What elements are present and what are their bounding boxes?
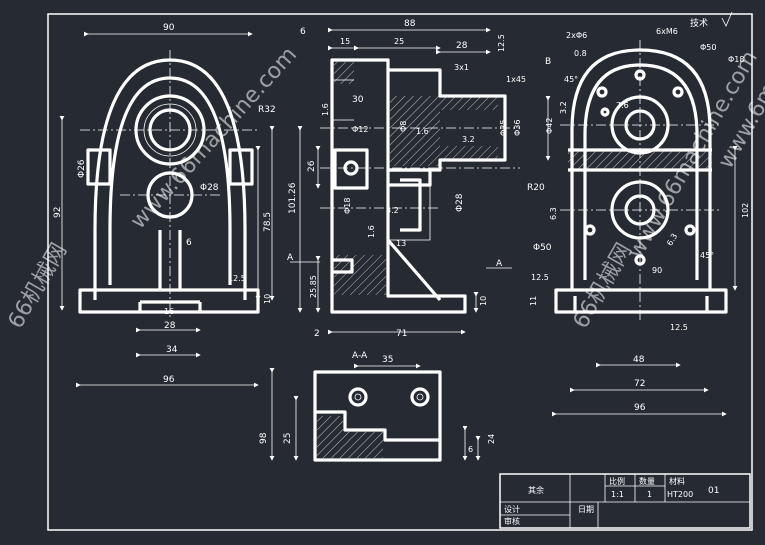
dim-side-rough3: 12.5	[670, 323, 688, 332]
dim-sec-phi28: Φ28	[455, 193, 465, 212]
dim-sec-2: 2	[314, 329, 320, 339]
dim-sec-13: 13	[396, 239, 406, 248]
dim-sec-height: 101.26	[288, 182, 298, 214]
dim-side-90: 90	[652, 266, 662, 275]
tb-part-name: 其余	[528, 485, 544, 495]
dim-sec-28: 28	[456, 41, 468, 51]
drawing-frame	[47, 13, 753, 531]
dim-bot-98: 98	[259, 432, 269, 444]
dim-sec-10: 10	[479, 296, 488, 306]
dim-side-height: 102	[741, 203, 750, 218]
title-block	[499, 473, 751, 529]
view-mark-b: B	[545, 57, 551, 67]
tb-scale-label: 比例	[609, 476, 625, 486]
dim-sec-chamfer2: 1x45	[506, 75, 526, 84]
dim-sec-26: 26	[307, 160, 317, 172]
dim-sec-phi12: Φ12	[352, 125, 368, 134]
section-mark-left: A	[287, 253, 294, 263]
dim-side-phi50a: Φ50	[700, 43, 716, 52]
dim-side-45b: 45°	[700, 251, 714, 260]
dim-side-r20: R20	[527, 183, 545, 193]
tb-scale: 1:1	[611, 490, 624, 499]
roughness-symbol	[721, 11, 733, 27]
dim-front-center: 78.5	[263, 212, 273, 232]
tb-qty-label: 数量	[639, 476, 655, 486]
dim-side-72: 72	[634, 379, 645, 389]
dim-sec-phi18: Φ18	[343, 198, 352, 214]
front-view	[59, 31, 275, 388]
dim-side-holes: 2xΦ6	[566, 31, 587, 40]
dim-side-48: 48	[633, 355, 645, 365]
dim-sec-phi8: Φ8	[399, 121, 408, 132]
dim-sec-6: 6	[300, 27, 306, 37]
dim-front-base-inner: 28	[164, 321, 176, 331]
dim-front-base-mid: 34	[166, 345, 178, 355]
dim-sec-rough3: 1.6	[416, 127, 429, 136]
dim-sec-25: 25	[394, 37, 404, 46]
tb-material: HT200	[667, 490, 693, 499]
dim-front-notch: 16	[164, 307, 174, 316]
tb-drawing-no: 01	[708, 486, 719, 496]
dim-bot-6: 6	[468, 445, 473, 454]
dim-front-base-h: 10	[263, 294, 272, 304]
dim-sec-rough5: 1.6	[367, 225, 376, 238]
bottom-view-title: A-A	[352, 351, 368, 361]
dim-front-bore: Φ28	[200, 183, 219, 193]
dim-sec-15: 15	[340, 37, 350, 46]
tb-designer-label: 设计	[504, 504, 520, 514]
dim-side-phi50b: Φ50	[533, 243, 552, 253]
dim-front-rough: 12.5	[228, 274, 246, 283]
section-mark-right: A	[496, 259, 503, 269]
corner-label: 技术	[690, 17, 708, 29]
dim-sec-30: 30	[352, 95, 364, 105]
dim-side-45a: 45°	[564, 75, 578, 84]
tb-material-label: 材料	[669, 476, 685, 486]
dim-side-7-6: 7.6	[616, 101, 629, 110]
dim-front-slot: 6	[186, 238, 192, 248]
dim-front-radius: R32	[258, 105, 276, 115]
dim-side-thread: 6xM6	[656, 27, 678, 36]
section-view	[290, 27, 520, 335]
dim-sec-chamfer: 3x1	[454, 63, 469, 72]
dim-side-0-8: 0.8	[574, 49, 587, 58]
dim-bot-24: 24	[487, 434, 496, 444]
tb-qty: 1	[647, 490, 652, 499]
dim-bot-25: 25	[283, 433, 293, 444]
dim-side-6-3b: 6.3	[665, 232, 679, 248]
dim-side-rough2: 12.5	[531, 273, 549, 282]
dim-sec-rough6: 3.2	[386, 206, 399, 215]
tb-checker-label: 审核	[504, 516, 520, 526]
dim-side-phi18: Φ18	[728, 55, 744, 64]
dim-sec-rough2: 1.6	[321, 103, 330, 116]
dim-front-base-width: 96	[163, 375, 175, 385]
dim-front-boss: Φ26	[77, 159, 87, 178]
side-view	[545, 40, 738, 417]
dim-side-rough1: 3.2	[559, 101, 568, 114]
dim-sec-71: 71	[396, 329, 407, 339]
bottom-view	[269, 363, 481, 462]
dim-sec-25-85: 25.85	[309, 275, 318, 298]
dim-sec-phi36: Φ36	[513, 120, 522, 136]
dim-side-6-3a: 6.3	[549, 207, 558, 220]
dim-sec-rough1: 12.5	[497, 34, 506, 52]
tb-date-label: 日期	[578, 505, 594, 514]
dim-front-height: 92	[53, 207, 63, 218]
dim-sec-phi25: Φ25	[499, 120, 508, 136]
dim-front-width: 90	[163, 23, 175, 33]
dim-bot-35: 35	[382, 355, 393, 365]
dim-side-96: 96	[634, 403, 646, 413]
dim-side-11: 11	[529, 296, 538, 306]
dim-sec-rough4: 3.2	[462, 135, 475, 144]
dim-sec-total: 88	[404, 19, 416, 29]
dim-side-phi42: Φ42	[545, 118, 554, 134]
